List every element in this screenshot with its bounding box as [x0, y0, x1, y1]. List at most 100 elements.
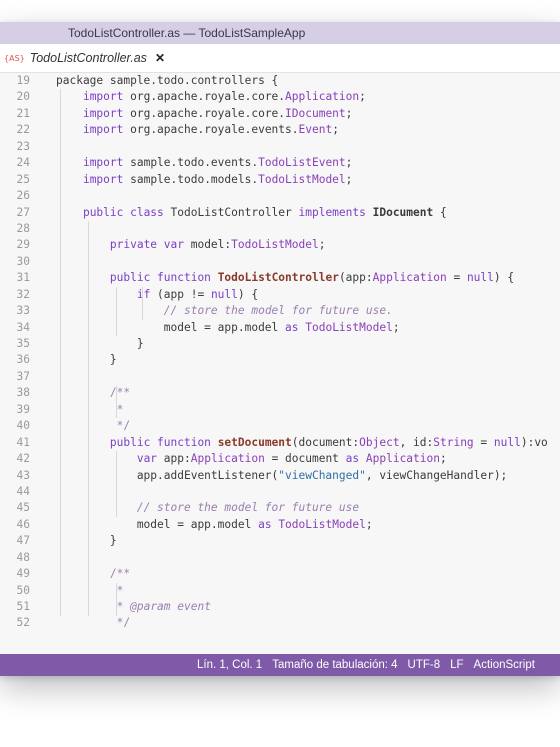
code-line[interactable]: 36 }: [0, 352, 560, 368]
code-text: import org.apache.royale.core.IDocument;: [30, 106, 560, 122]
code-line[interactable]: 35 }: [0, 336, 560, 352]
code-token: null: [493, 435, 521, 449]
code-token: org.apache.royale.events.: [123, 123, 299, 137]
code-line[interactable]: 30: [0, 254, 560, 270]
encoding[interactable]: UTF-8: [407, 659, 441, 671]
code-token: // store the model for future use.: [163, 304, 393, 318]
code-token: setDocument: [217, 435, 292, 449]
code-line[interactable]: 33 // store the model for future use.: [0, 303, 560, 319]
code-line[interactable]: 27 public class TodoListController imple…: [0, 205, 560, 221]
editor-window: TodoListController.as — TodoListSampleAp…: [0, 22, 560, 676]
code-token: public function: [109, 435, 211, 449]
code-line[interactable]: 42 var app:Application = document as App…: [0, 451, 560, 467]
code-token: [359, 452, 366, 465]
code-token: ;: [359, 90, 366, 104]
code-line[interactable]: 34 model = app.model as TodoListModel;: [0, 320, 560, 336]
code-line[interactable]: 48: [0, 550, 560, 566]
cursor-position[interactable]: Lín. 1, Col. 1: [197, 659, 263, 671]
code-token: public function: [109, 271, 211, 285]
language-mode[interactable]: ActionScript: [473, 659, 535, 671]
code-line[interactable]: 50 *: [0, 583, 560, 599]
code-line[interactable]: 21 import org.apache.royale.core.IDocume…: [0, 106, 560, 122]
line-number: 42: [16, 452, 30, 466]
code-line[interactable]: 52 */: [0, 615, 560, 631]
line-number: 19: [16, 74, 30, 87]
line-number: 28: [16, 221, 30, 235]
indent-guide: [116, 451, 117, 518]
line-number: 38: [16, 386, 30, 400]
code-line[interactable]: 23: [0, 139, 560, 155]
window-title: TodoListController.as — TodoListSampleAp…: [0, 22, 560, 44]
indent-guide: [116, 385, 117, 419]
code-token: org.apache.royale.core.: [123, 90, 286, 104]
code-text: *: [30, 583, 560, 599]
code-token: TodoListModel: [278, 517, 366, 531]
code-line[interactable]: 28: [0, 221, 560, 237]
code-token: ;: [345, 156, 353, 170]
code-line[interactable]: 39 *: [0, 402, 560, 418]
code-token: TodoListModel: [231, 238, 319, 252]
code-text: import sample.todo.models.TodoListModel;: [30, 172, 560, 188]
code-line[interactable]: 32 if (app != null) {: [0, 287, 560, 303]
indent-guide: [142, 286, 143, 320]
code-text: [30, 550, 560, 566]
code-line[interactable]: 37: [0, 369, 560, 385]
line-number: 45: [16, 501, 30, 515]
code-line[interactable]: 41 public function setDocument(document:…: [0, 435, 560, 451]
tab-todolistcontroller[interactable]: {AS} TodoListController.as ✕: [4, 44, 165, 72]
code-token: ;: [345, 106, 353, 120]
code-line[interactable]: 25 import sample.todo.models.TodoListMod…: [0, 172, 560, 188]
tab-size[interactable]: Tamaño de tabulación: 4: [272, 659, 398, 671]
line-number: 33: [16, 304, 30, 318]
line-number: 51: [16, 600, 30, 613]
code-token: [56, 584, 117, 597]
code-token: TodoListModel: [305, 320, 393, 334]
code-token: ;: [318, 238, 326, 252]
code-token: Application: [285, 90, 360, 104]
code-token: */: [116, 419, 131, 433]
line-ending[interactable]: LF: [450, 659, 464, 671]
code-token: ):vo: [520, 435, 548, 449]
code-text: public class TodoListController implemen…: [30, 205, 560, 221]
code-token: model = app.model: [56, 320, 286, 334]
code-line[interactable]: 31 public function TodoListController(ap…: [0, 270, 560, 286]
code-token: model = app.model: [56, 517, 259, 531]
code-token: import: [82, 156, 124, 170]
code-line[interactable]: 44: [0, 484, 560, 500]
code-token: =: [446, 271, 467, 285]
code-token: [56, 436, 110, 449]
code-line[interactable]: 29 private var model:TodoListModel;: [0, 237, 560, 253]
code-line[interactable]: 46 model = app.model as TodoListModel;: [0, 517, 560, 533]
code-token: implements: [298, 205, 366, 219]
line-number: 23: [16, 139, 30, 153]
code-token: @param event: [130, 600, 211, 613]
code-token: [211, 436, 218, 449]
code-text: model = app.model as TodoListModel;: [30, 320, 560, 336]
code-line[interactable]: 45 // store the model for future use: [0, 500, 560, 516]
code-line[interactable]: 43 app.addEventListener("viewChanged", v…: [0, 468, 560, 484]
code-line[interactable]: 47 }: [0, 533, 560, 549]
code-token: [56, 288, 137, 301]
code-line[interactable]: 49 /**: [0, 566, 560, 582]
code-line[interactable]: 20 import org.apache.royale.core.Applica…: [0, 89, 560, 105]
code-token: [56, 567, 110, 580]
close-icon[interactable]: ✕: [154, 51, 165, 65]
tab-label: TodoListController.as: [29, 51, 147, 65]
code-line[interactable]: 40 */: [0, 418, 560, 434]
code-token: import: [82, 172, 124, 186]
code-line[interactable]: 26: [0, 188, 560, 204]
code-line[interactable]: 22 import org.apache.royale.events.Event…: [0, 122, 560, 138]
code-line[interactable]: 51 * @param event: [0, 599, 560, 615]
code-line[interactable]: 38 /**: [0, 385, 560, 401]
code-token: [366, 206, 373, 219]
code-text: import org.apache.royale.core.Applicatio…: [30, 89, 560, 105]
code-token: model:: [183, 238, 232, 252]
code-line[interactable]: 24 import sample.todo.events.TodoListEve…: [0, 155, 560, 171]
code-text: app.addEventListener("viewChanged", view…: [30, 468, 560, 484]
code-token: private var: [109, 238, 184, 252]
line-number: 47: [16, 534, 30, 548]
indent-guide: [116, 286, 117, 337]
code-token: as: [345, 452, 360, 466]
